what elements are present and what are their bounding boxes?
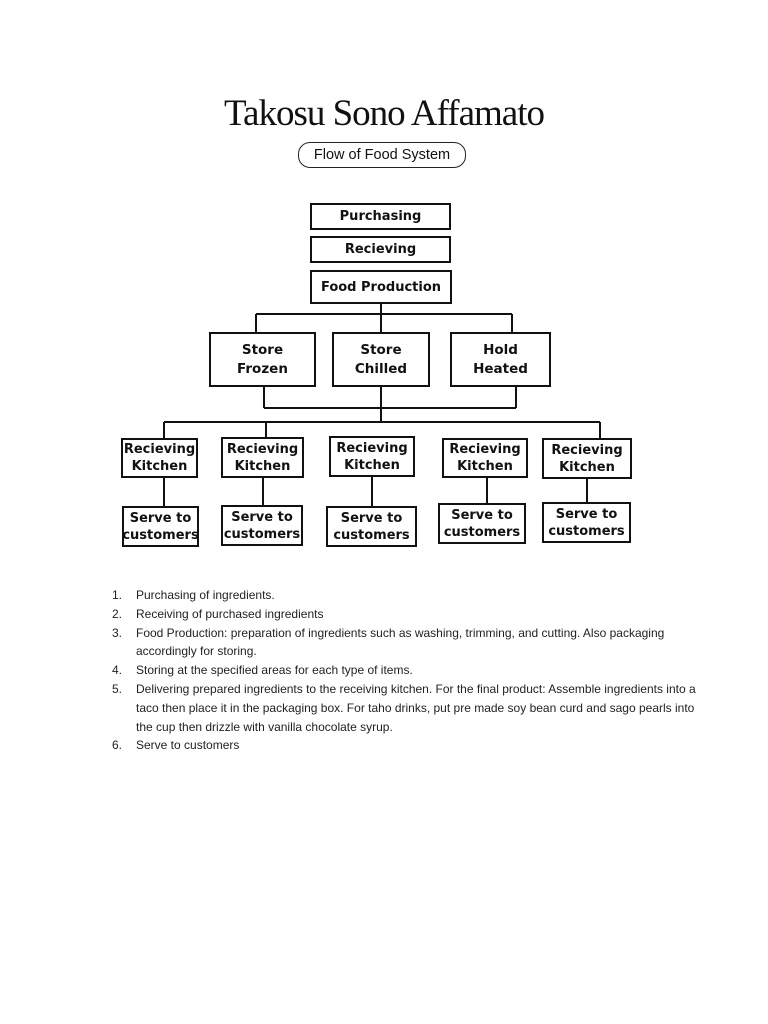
serve-customers-box: Serve to customers: [221, 505, 303, 546]
store-chilled-box: Store Chilled: [332, 332, 430, 387]
list-text: Delivering prepared ingredients to the r…: [136, 681, 696, 734]
receiving-box: Recieving: [310, 236, 451, 263]
receiving-kitchen-box: Recieving Kitchen: [221, 437, 304, 478]
document-title: Takosu Sono Affamato: [224, 93, 545, 134]
steps-list: 1. Purchasing of ingredients. 2. Receiving…: [112, 586, 712, 755]
hold-heated-box: Hold Heated: [450, 332, 551, 387]
list-item: 4. Storing at the specified areas for eac…: [112, 661, 712, 680]
store-frozen-box: Store Frozen: [209, 332, 316, 387]
list-number: 3.: [112, 625, 123, 640]
list-text: Serve to customers: [136, 738, 240, 753]
list-item: 5. Delivering prepared ingredients to the…: [112, 680, 712, 736]
purchasing-box: Purchasing: [310, 203, 451, 230]
serve-customers-box: Serve to customers: [326, 506, 417, 547]
list-number: 2.: [112, 606, 123, 621]
list-item: 1. Purchasing of ingredients.: [112, 586, 712, 605]
receiving-kitchen-box: Recieving Kitchen: [329, 436, 415, 477]
serve-customers-box: Serve to customers: [122, 506, 199, 547]
list-text: Receiving of purchased ingredients: [136, 606, 324, 621]
list-number: 1.: [112, 588, 123, 602]
serve-customers-box: Serve to customers: [438, 503, 526, 544]
list-text: Purchasing of ingredients.: [136, 588, 275, 602]
receiving-kitchen-box: Recieving Kitchen: [442, 438, 528, 478]
list-item: 3. Food Production: preparation of ingred…: [112, 624, 712, 662]
receiving-kitchen-box: Recieving Kitchen: [542, 438, 632, 479]
list-number: 5.: [112, 681, 123, 696]
food-production-box: Food Production: [310, 270, 452, 304]
list-number: 6.: [112, 738, 123, 753]
list-item: 2. Receiving of purchased ingredients: [112, 605, 712, 624]
diagram-subtitle: Flow of Food System: [298, 142, 466, 168]
flow-connectors: [163, 304, 601, 506]
list-item: 6. Serve to customers: [112, 736, 712, 755]
serve-customers-box: Serve to customers: [542, 502, 631, 543]
list-text: Food Production: preparation of ingredie…: [136, 625, 665, 659]
receiving-kitchen-box: Recieving Kitchen: [121, 438, 198, 478]
list-number: 4.: [112, 663, 123, 678]
list-text: Storing at the specified areas for each …: [136, 663, 413, 678]
